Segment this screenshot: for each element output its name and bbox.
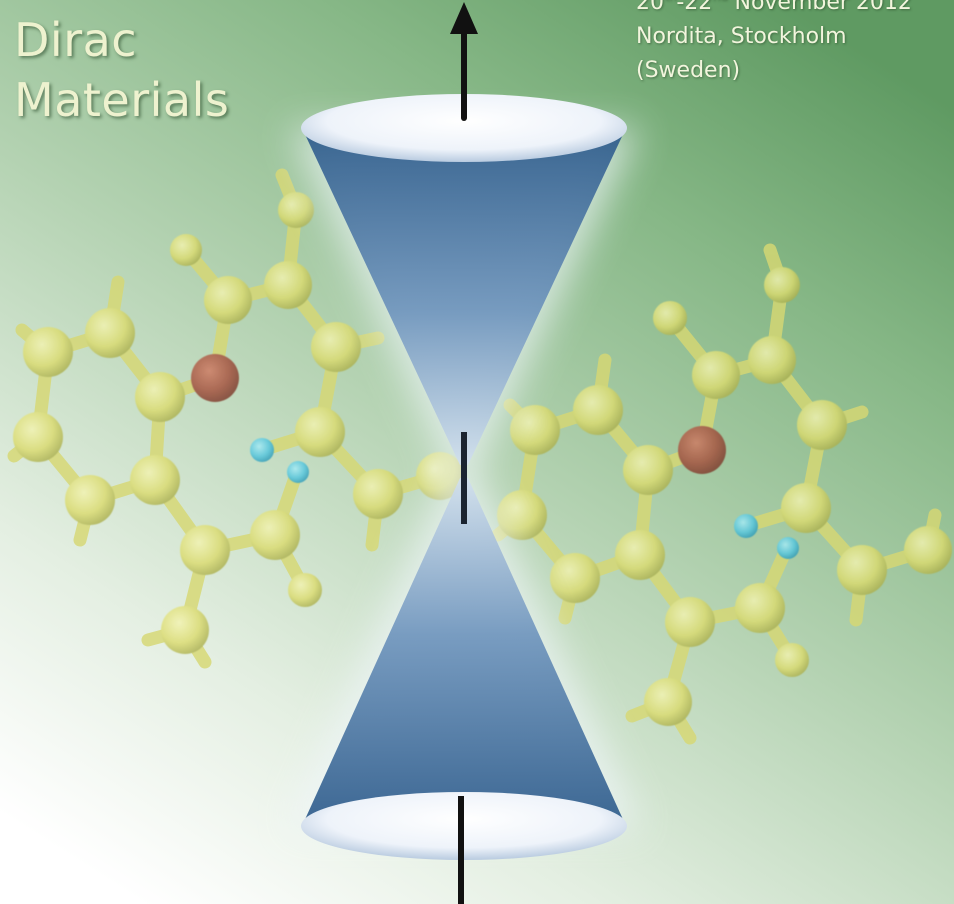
- molecule-icon: [7, 168, 464, 669]
- dirac-cone-upper: [301, 94, 627, 465]
- event-venue: Nordita, Stockholm: [636, 24, 847, 49]
- date-separator: -: [676, 0, 685, 15]
- arrow-up-icon: [450, 2, 478, 121]
- dirac-point-marker: [461, 432, 467, 524]
- event-dates: 20th-22nd November 2012: [636, 0, 954, 20]
- start-day: 20: [636, 0, 664, 15]
- start-day-suffix: th: [664, 0, 676, 3]
- event-info: 20th-22nd November 2012 Nordita, Stockho…: [636, 0, 954, 88]
- date-month-year: November 2012: [727, 0, 912, 15]
- title-line-2: Materials: [14, 73, 230, 127]
- event-country: (Sweden): [636, 58, 741, 83]
- title-line-1: Dirac: [14, 13, 138, 67]
- end-day: 22: [684, 0, 713, 15]
- poster-title: Dirac Materials: [14, 10, 229, 130]
- molecule-icon: [491, 243, 952, 745]
- end-day-suffix: nd: [712, 0, 727, 3]
